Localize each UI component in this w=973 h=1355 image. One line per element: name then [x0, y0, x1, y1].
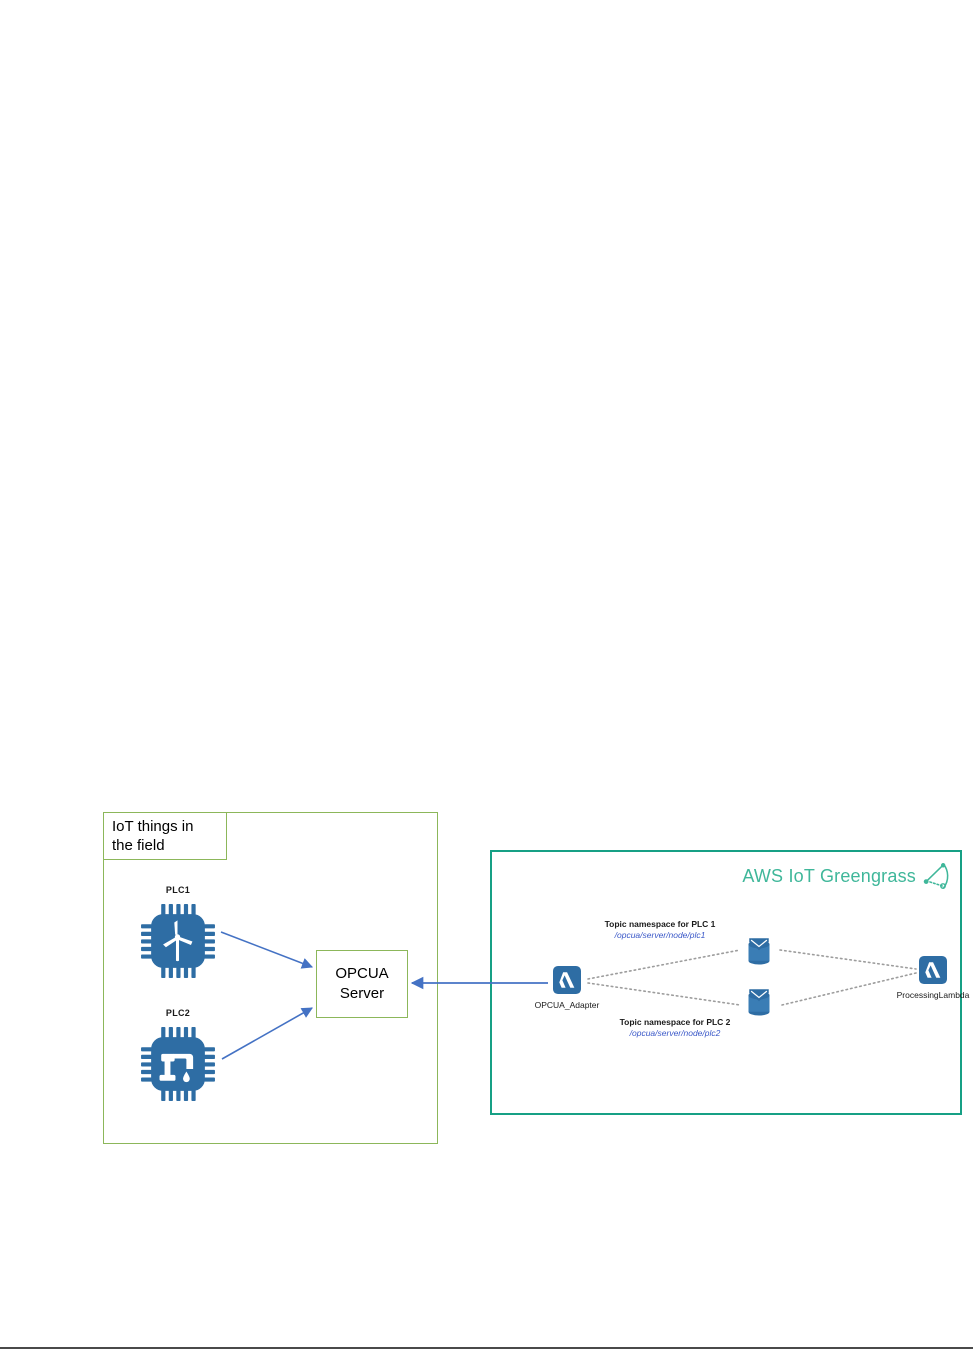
topic-namespace-plc2-title: Topic namespace for PLC 2: [619, 1017, 731, 1027]
opcua-server-line2: Server: [339, 985, 385, 1002]
topic-namespace-plc2: Topic namespace for PLC 2 /opcua/server/…: [545, 1017, 805, 1039]
aws-iot-greengrass-title: AWS IoT Greengrass: [742, 866, 916, 886]
message-queue-icon: [744, 932, 774, 970]
plc1-caption: PLC1: [165, 885, 191, 895]
processing-lambda-icon: [919, 956, 947, 984]
message-queue-icon: [744, 983, 774, 1021]
topic-namespace-plc1-path: /opcua/server/node/plc1: [614, 930, 706, 940]
iot-things-field-label: IoT things in the field: [112, 818, 194, 854]
topic-namespace-plc1: Topic namespace for PLC 1 /opcua/server/…: [530, 919, 790, 941]
topic-namespace-plc2-path: /opcua/server/node/plc2: [629, 1028, 721, 1038]
topic-namespace-plc1-title: Topic namespace for PLC 1: [604, 919, 716, 929]
processing-lambda-caption: ProcessingLambda: [896, 990, 970, 1000]
opcua-adapter-lambda-icon: [553, 966, 581, 994]
opcua-server-box: OPCUA Server: [316, 950, 408, 1018]
aws-iot-greengrass-logo-icon: [918, 860, 952, 894]
opcua-server-line1: OPCUA: [335, 965, 389, 982]
chip-water-tap-icon: [136, 1022, 220, 1106]
chip-wind-turbine-icon: [136, 899, 220, 983]
opcua-adapter-caption: OPCUA_Adapter: [534, 1000, 600, 1010]
iot-things-field-label-box: IoT things in the field: [103, 812, 227, 860]
page-footer-rule: [0, 1347, 973, 1349]
plc2-caption: PLC2: [165, 1008, 191, 1018]
